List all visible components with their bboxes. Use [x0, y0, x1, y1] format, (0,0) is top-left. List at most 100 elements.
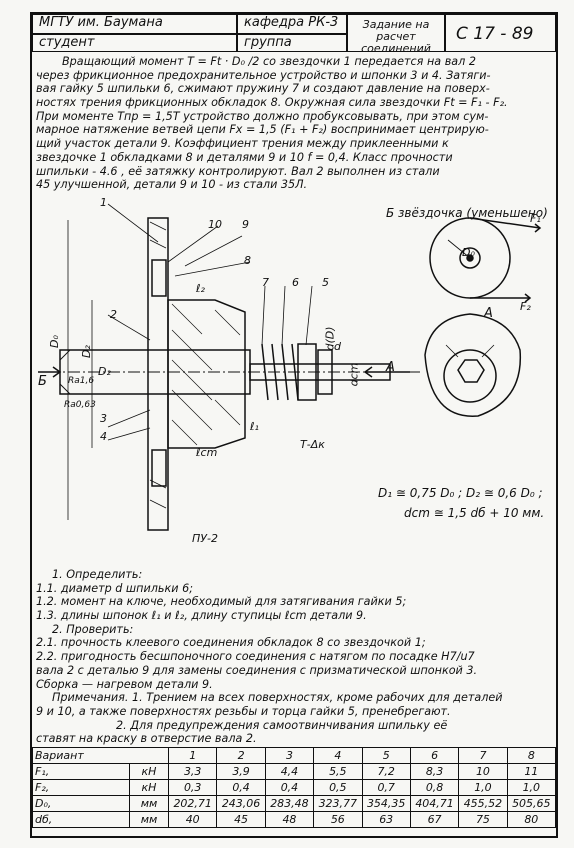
- hub-part-9: [167, 299, 246, 449]
- label-10: 10: [208, 218, 222, 231]
- force-f2-arrow: [470, 293, 532, 303]
- task-line: вала 2 с деталью 9 для замены соединения…: [36, 663, 478, 677]
- table-cell: 67: [409, 811, 460, 828]
- table-cell: 4,4: [264, 763, 315, 780]
- table-cell: 5,5: [313, 763, 363, 780]
- label-1: 1: [100, 196, 107, 209]
- row-name: dб,: [32, 811, 130, 828]
- disc-part-10: [151, 259, 167, 297]
- label-ra063: Ra0,63: [64, 400, 96, 410]
- force-f1-arrow: [469, 217, 542, 233]
- description-line: ностях трения фрикционных обкладок 8. Ок…: [36, 96, 508, 110]
- row-name: F₁,: [32, 763, 130, 780]
- task-line: 1.3. длины шпонок ℓ₁ и ℓ₂, длину ступицы…: [36, 609, 367, 623]
- table-cell: 0,7: [361, 779, 411, 796]
- description-line: марное натяжение ветвей цепи Fx = 1,5 (F…: [36, 123, 489, 137]
- table-cell: 3,9: [216, 763, 266, 780]
- table-cell: 404,71: [409, 795, 460, 812]
- task-line: 1.2. момент на ключе, необходимый для за…: [36, 595, 407, 609]
- label-7: 7: [262, 276, 269, 289]
- label-d0-view: D₀: [462, 246, 475, 259]
- document-code: С 17 - 89: [445, 14, 556, 52]
- arrow-b: [38, 366, 62, 378]
- table-cell: 243,06: [216, 795, 266, 812]
- table-header-label: Вариант: [32, 747, 169, 764]
- label-5: 5: [322, 276, 329, 289]
- formula-diameters: D₁ ≅ 0,75 D₀ ; D₂ ≅ 0,6 D₀ ;: [378, 486, 543, 500]
- table-cell: 3,3: [167, 763, 218, 780]
- table-cell: 323,77: [313, 795, 363, 812]
- description-line: При моменте Tпр = 1,5T устройство должно…: [36, 109, 489, 123]
- arrow-b-label: Б: [38, 374, 47, 389]
- table-cell: 0,3: [167, 779, 218, 796]
- task-line: 1. Определить:: [52, 568, 143, 581]
- row-unit: кН: [129, 779, 169, 796]
- label-8: 8: [244, 254, 251, 267]
- table-header-cell: 5: [361, 747, 411, 764]
- task-line: ставят на краску в отверстие вала 2.: [36, 732, 257, 746]
- table-cell: 63: [361, 811, 411, 828]
- row-name: F₂,: [32, 779, 130, 796]
- task-line: 2. Проверить:: [52, 622, 134, 636]
- label-f2: F₂: [520, 300, 531, 313]
- label-4: 4: [100, 430, 107, 443]
- description-line: щий участок детали 9. Коэффициент трения…: [36, 137, 449, 151]
- label-d: d: [334, 340, 341, 353]
- label-pu2: ПУ-2: [192, 532, 218, 545]
- label-3: 3: [100, 412, 107, 425]
- table-cell: 0,8: [409, 779, 460, 796]
- label-l2: ℓ₂: [196, 282, 205, 295]
- task-line: 1.1. диаметр d шпильки 6;: [36, 581, 193, 595]
- table-cell: 8,3: [409, 763, 460, 780]
- table-cell: 56: [313, 811, 363, 828]
- spring-part-7: [261, 343, 299, 401]
- arrow-a-label: А: [386, 360, 395, 375]
- task-line: 2.2. пригодность бесшпоночного соединени…: [36, 650, 475, 664]
- table-cell: 202,71: [167, 795, 218, 812]
- table-cell: 45: [216, 811, 266, 828]
- table-header-cell: 2: [216, 747, 266, 764]
- description-line: шпильки - 4.6 , её затяжку контролируют.…: [36, 164, 440, 178]
- table-cell: 80: [506, 811, 557, 828]
- table-cell: 75: [458, 811, 508, 828]
- table-cell: 40: [167, 811, 218, 828]
- row-name: D₀,: [32, 795, 130, 812]
- table-row: dб, мм 40 45 48 56 63 67 75 80: [32, 811, 557, 828]
- task-list: 1. Определить: 1.1. диаметр d шпильки 6;…: [36, 568, 554, 746]
- table-cell: 0,4: [216, 779, 266, 796]
- label-2: 2: [110, 308, 117, 321]
- view-b-title: Б звёздочка (уменьшено): [386, 206, 548, 220]
- label-tdk: Т-Δк: [300, 438, 325, 451]
- table-cell: 48: [264, 811, 315, 828]
- task-line: 2. Для предупреждения самоотвинчивания ш…: [116, 718, 448, 732]
- task-line: 9 и 10, а также поверхностях резьбы и то…: [36, 704, 451, 718]
- task-line: 2.1. прочность клеевого соединения обкла…: [36, 636, 426, 650]
- table-header-cell: 3: [264, 747, 315, 764]
- table-header-cell: 7: [458, 747, 508, 764]
- student-field: студент: [32, 34, 237, 52]
- label-f1: F₁: [530, 212, 541, 225]
- university-name: МГТУ им. Баумана: [32, 14, 237, 34]
- label-ra16: Ra1,6: [68, 376, 95, 386]
- description-line: вая гайку 5 шпильки 6, сжимают пружину 7…: [36, 82, 490, 96]
- table-cell: 0,4: [264, 779, 315, 796]
- table-cell: 354,35: [361, 795, 411, 812]
- table-cell: 0,5: [313, 779, 363, 796]
- table-cell: 283,48: [264, 795, 315, 812]
- department-name: кафедра РК-3: [237, 14, 347, 34]
- table-cell: 1,0: [458, 779, 508, 796]
- label-lcm: ℓcm: [196, 446, 218, 459]
- section-a-outline: [424, 313, 522, 417]
- description-line: звездочке 1 обкладками 8 и деталями 9 и …: [36, 150, 453, 164]
- table-header-cell: 4: [313, 747, 363, 764]
- row-unit: кН: [129, 763, 169, 780]
- row-unit: мм: [129, 795, 169, 812]
- task-line: Сборка — нагревом детали 9.: [36, 677, 213, 691]
- label-d2b: D₂: [98, 365, 111, 378]
- section-a-nut: [457, 359, 485, 383]
- table-row: F₂, кН 0,3 0,4 0,4 0,5 0,7 0,8 1,0 1,0: [32, 779, 557, 796]
- table-row: D₀, мм 202,71 243,06 283,48 323,77 354,3…: [32, 795, 557, 812]
- label-6: 6: [292, 276, 299, 289]
